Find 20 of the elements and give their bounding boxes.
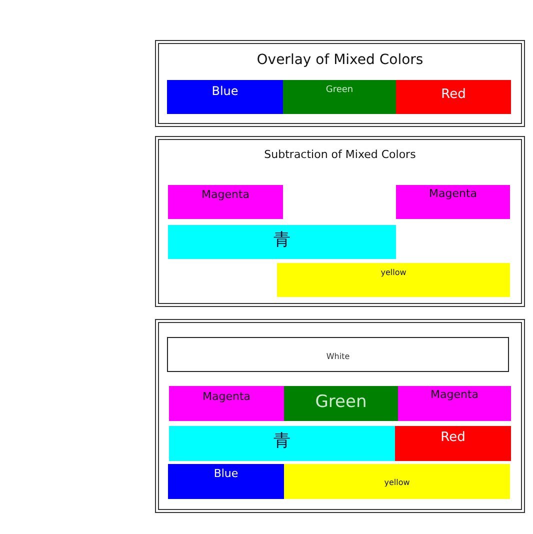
color-bar: White [167,337,509,372]
color-bar: yellow [284,464,510,499]
color-bar: Green [283,80,396,114]
color-bar: Green [284,386,398,421]
color-bar: Magenta [398,386,511,421]
panel-frame [155,136,525,307]
panel-frame [155,319,525,513]
panel-frame [155,40,525,127]
color-bar: Magenta [168,185,283,219]
color-bar: Magenta [169,386,284,421]
color-bar: 青 [168,225,396,259]
color-bar: Red [395,426,511,461]
color-bar: Magenta [396,185,510,219]
color-bar: yellow [277,263,510,297]
color-bar: 青 [169,426,395,461]
color-bar: Red [396,80,511,114]
color-bar: Blue [168,464,284,499]
color-bar: Blue [167,80,283,114]
panel-heading: Overlay of Mixed Colors [256,52,424,68]
panel-heading: Subtraction of Mixed Colors [263,148,417,161]
